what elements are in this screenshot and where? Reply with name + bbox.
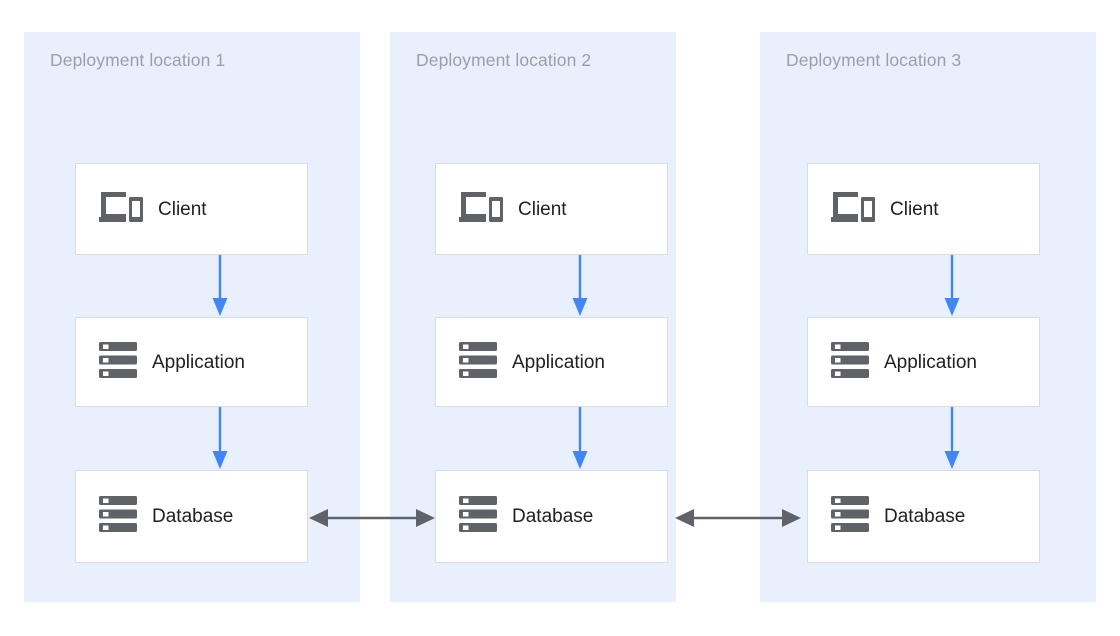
devices-icon: [830, 189, 876, 230]
server-stack-icon: [458, 340, 498, 385]
server-stack-icon: [98, 494, 138, 539]
zone-1-node-client-label: Client: [158, 198, 207, 220]
zone-3-node-database[interactable]: Database: [807, 470, 1040, 563]
zone-3-arrow-client-to-application: [943, 255, 961, 317]
replication-arrow-zone2-zone3: [674, 505, 802, 531]
server-stack-icon: [458, 494, 498, 539]
zone-2-title: Deployment location 2: [416, 50, 592, 70]
zone-2-arrow-application-to-database: [571, 407, 589, 470]
deployment-zone-3: Deployment location 3 Client: [760, 32, 1096, 602]
server-stack-icon: [98, 340, 138, 385]
zone-2-node-database-label: Database: [512, 506, 594, 527]
zone-2-node-database[interactable]: Database: [435, 470, 668, 563]
zone-1-node-client[interactable]: Client: [75, 163, 308, 255]
zone-1-node-application-label: Application: [152, 351, 245, 373]
zone-1-arrow-client-to-application: [211, 255, 229, 317]
zone-1-node-database[interactable]: Database: [75, 470, 308, 563]
zone-3-node-client-label: Client: [890, 198, 939, 220]
zone-3-node-client[interactable]: Client: [807, 163, 1040, 255]
deployment-zone-2: Deployment location 2 Client: [390, 32, 676, 602]
deployment-zone-1: Deployment location 1 Client: [24, 32, 360, 602]
zone-2-arrow-client-to-application: [571, 255, 589, 317]
replication-arrow-zone1-zone2: [308, 505, 436, 531]
server-stack-icon: [830, 340, 870, 385]
devices-icon: [458, 189, 504, 230]
zone-2-node-client-label: Client: [518, 198, 567, 220]
devices-icon: [98, 189, 144, 230]
zone-1-node-application[interactable]: Application: [75, 317, 308, 407]
zone-3-node-database-label: Database: [884, 506, 966, 527]
zone-1-node-database-label: Database: [152, 506, 234, 527]
zone-2-node-client[interactable]: Client: [435, 163, 668, 255]
zone-1-title: Deployment location 1: [50, 50, 226, 70]
zone-2-node-application[interactable]: Application: [435, 317, 668, 407]
zone-1-arrow-application-to-database: [211, 407, 229, 470]
zone-3-title: Deployment location 3: [786, 50, 962, 70]
zone-3-node-application-label: Application: [884, 351, 977, 373]
zone-2-node-application-label: Application: [512, 351, 605, 373]
server-stack-icon: [830, 494, 870, 539]
zone-3-node-application[interactable]: Application: [807, 317, 1040, 407]
zone-3-arrow-application-to-database: [943, 407, 961, 470]
